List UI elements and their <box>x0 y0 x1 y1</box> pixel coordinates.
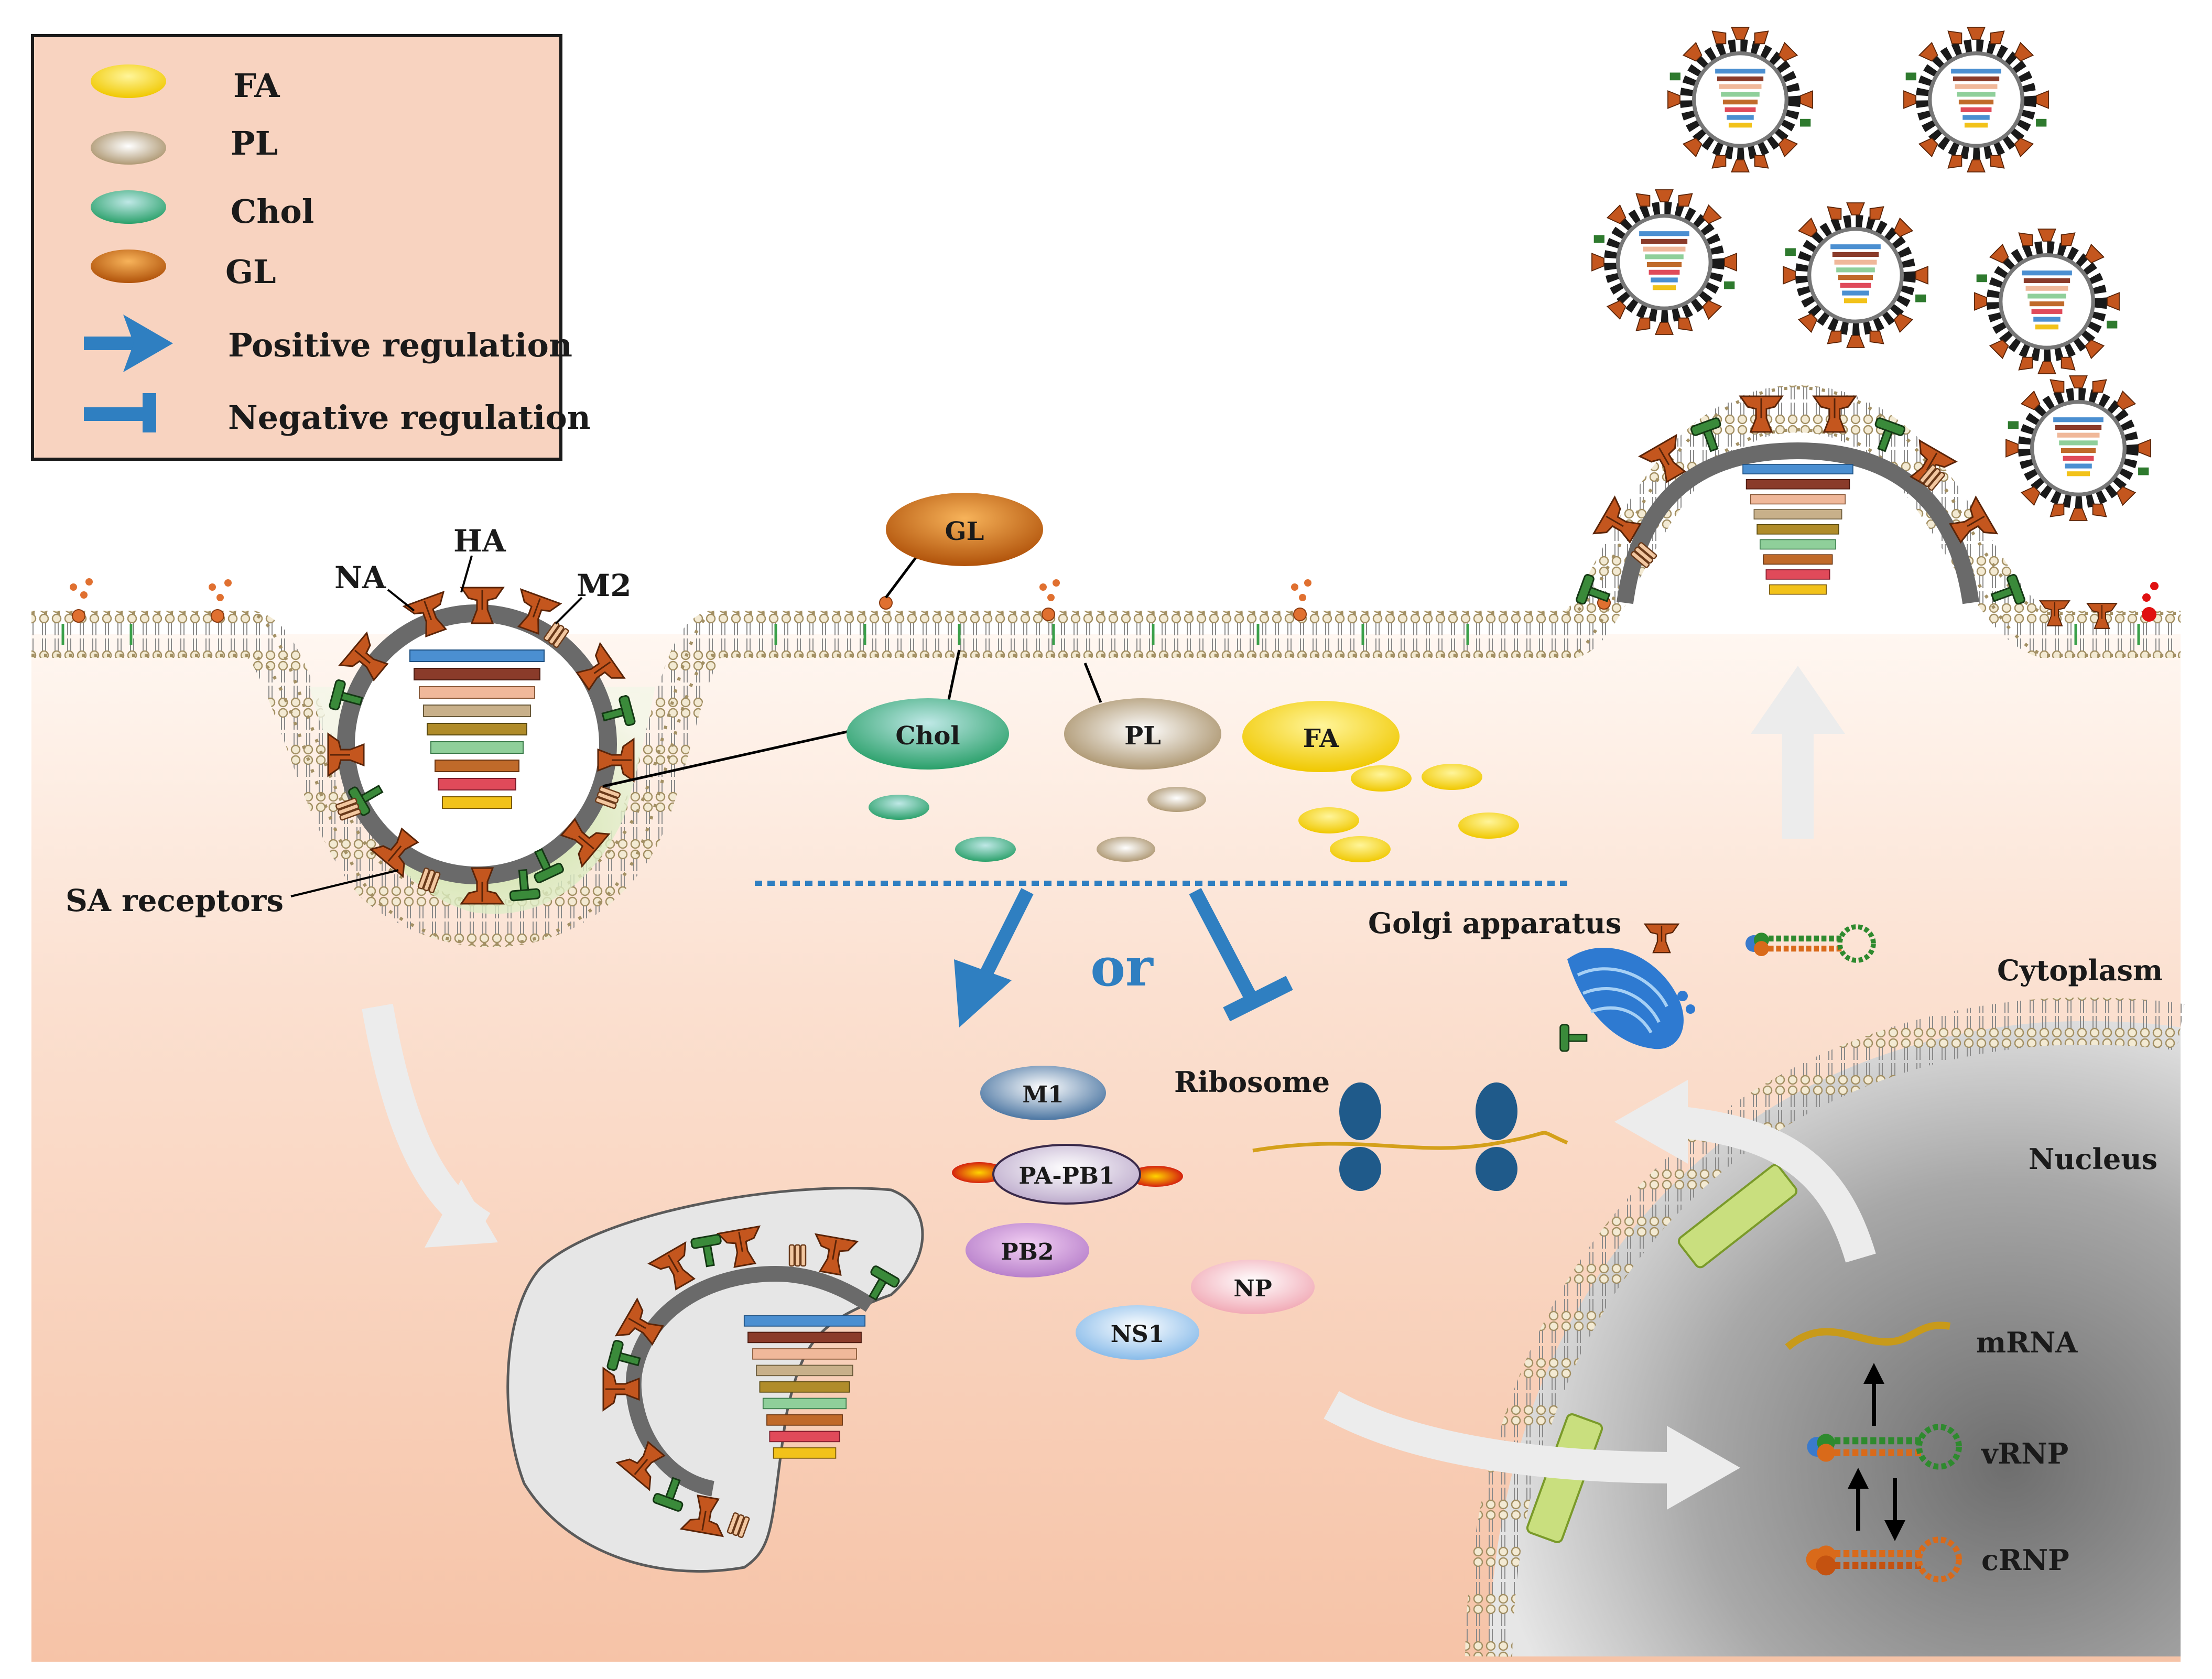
label-ribosome: Ribosome <box>1174 1065 1330 1099</box>
legend-pl-label: PL <box>231 124 278 163</box>
sa-label-line <box>290 869 399 897</box>
na-label-line <box>387 589 415 612</box>
released-virion <box>2006 376 2151 521</box>
released-virion <box>1904 27 2048 172</box>
nucleus <box>1489 1021 2181 1656</box>
legend-positive-arrow <box>84 315 173 372</box>
chol-stem <box>947 649 961 700</box>
label-golgi: Golgi apparatus <box>1368 906 1621 940</box>
trafficking-arrow <box>1751 666 1845 839</box>
nuclear-export-arrow <box>1614 1080 1876 1263</box>
chol-ellipse <box>847 698 1009 770</box>
nuclear-import-arrow <box>1324 1391 1740 1510</box>
small-lipid-droplets <box>869 764 1519 862</box>
label-mrna: mRNA <box>1976 1326 2078 1359</box>
np-label: NP <box>1233 1275 1272 1302</box>
label-or: or <box>1090 936 1154 998</box>
label-cytoplasm: Cytoplasm <box>1997 954 2163 987</box>
negative-regulation-arrow <box>1189 887 1293 1022</box>
m1-protein <box>980 1066 1106 1120</box>
positive-regulation-arrow <box>954 888 1034 1027</box>
pb2-label: PB2 <box>1001 1239 1054 1265</box>
budding-virion <box>1575 395 2118 629</box>
legend-fa-label: FA <box>233 67 280 105</box>
gl-ellipse-label: GL <box>945 517 984 546</box>
surface-glycans <box>70 578 2159 623</box>
legend-chol-label: Chol <box>231 192 314 231</box>
legend: FA PL Chol GL Positive regulation Negati… <box>31 34 591 461</box>
released-virion <box>1592 190 1737 334</box>
chol-pointer-line <box>602 730 850 788</box>
legend-chol-swatch <box>91 190 166 224</box>
ribosome-2 <box>1476 1082 1517 1191</box>
legend-negative-label: Negative regulation <box>228 398 591 437</box>
label-vrnp: vRNP <box>1981 1437 2068 1470</box>
m2-label-line <box>555 597 583 625</box>
released-virion <box>1975 229 2119 374</box>
pb2-protein <box>966 1223 1089 1277</box>
gl-ellipse <box>886 493 1043 566</box>
label-crnp: cRNP <box>1981 1543 2069 1577</box>
ha-label-line <box>460 555 473 593</box>
m1-label: M1 <box>1022 1081 1064 1108</box>
nuclear-pore-upper <box>1677 1164 1798 1269</box>
np-protein <box>1191 1260 1315 1314</box>
label-ha: HA <box>453 523 506 559</box>
legend-gl-swatch <box>91 250 166 283</box>
crnp <box>1806 1536 1962 1583</box>
fa-ellipse <box>1242 701 1400 772</box>
label-sa-receptors: SA receptors <box>66 883 284 918</box>
endocytosis-arrow <box>362 1003 498 1248</box>
ribosome-1 <box>1339 1082 1381 1191</box>
legend-box <box>31 34 562 461</box>
legend-fa-swatch <box>91 64 166 98</box>
released-virion <box>1668 27 1813 172</box>
fa-ellipse-label: FA <box>1303 724 1339 753</box>
pa-pb1-label: PA-PB1 <box>1018 1163 1114 1189</box>
gl-stem <box>885 555 918 599</box>
uncoating-virion <box>602 1226 901 1539</box>
golgi-apparatus <box>1567 947 1695 1049</box>
legend-positive-label: Positive regulation <box>228 326 572 364</box>
pl-stem <box>1083 663 1102 703</box>
membrane-cholesterol-marks <box>61 624 2140 645</box>
entering-virion <box>327 587 636 905</box>
ns1-label: NS1 <box>1111 1321 1165 1348</box>
legend-negative-arrow <box>84 393 156 432</box>
mrna-strand <box>1785 1321 1951 1350</box>
released-virion <box>1783 203 1928 348</box>
pa-pb1-protein <box>992 1144 1141 1205</box>
pa-pb1-right-cap <box>1129 1166 1183 1187</box>
pl-ellipse-label: PL <box>1124 721 1161 751</box>
cytoplasmic-mrna <box>1252 1131 1568 1153</box>
legend-gl-label: GL <box>225 253 276 291</box>
legend-pl-swatch <box>91 131 166 165</box>
label-m2: M2 <box>577 568 632 603</box>
chol-ellipse-label: Chol <box>895 721 960 751</box>
label-nucleus: Nucleus <box>2029 1142 2157 1176</box>
nuclear-envelope <box>1465 998 2185 1657</box>
ns1-protein <box>1076 1305 1199 1360</box>
pl-ellipse <box>1064 698 1221 770</box>
label-na: NA <box>334 560 386 595</box>
